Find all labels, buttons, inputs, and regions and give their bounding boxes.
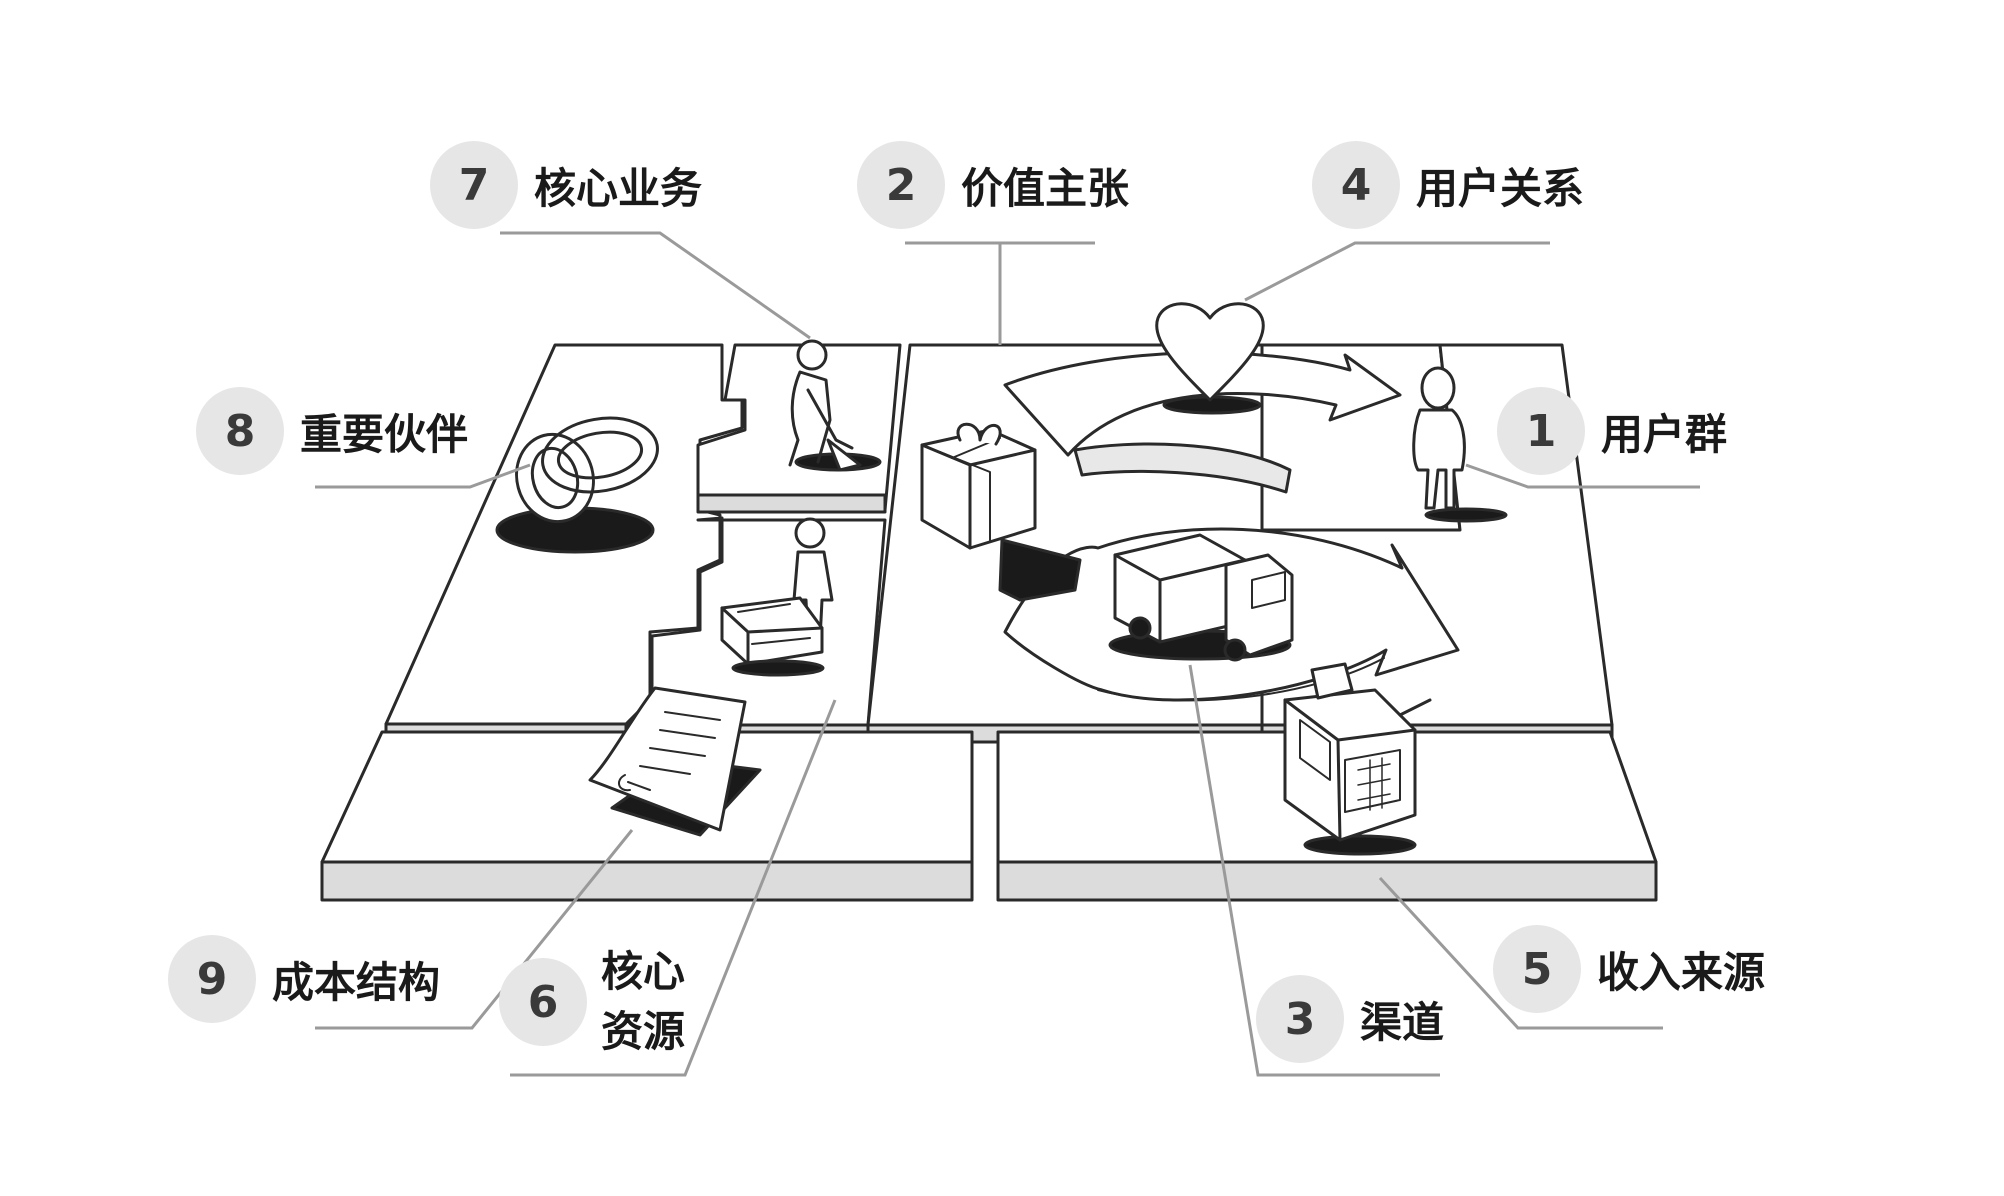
callout-7-key-activities: 7 核心业务 [430, 141, 702, 229]
number-badge-4: 4 [1312, 141, 1400, 229]
leader-lines [315, 231, 1700, 1077]
number-badge-8: 8 [196, 387, 284, 475]
person-with-box-icon [720, 517, 834, 677]
label-cost-structure: 成本结构 [272, 957, 441, 1007]
callout-6-key-resources: 6 核心 资源 [499, 942, 685, 1062]
label-key-activities: 核心业务 [534, 163, 703, 213]
callout-4-customer-relationships: 4 用户关系 [1312, 141, 1584, 229]
label-key-resources-line1: 核心 [601, 947, 686, 996]
leader-line-2 [905, 241, 1095, 345]
contract-icon [588, 686, 762, 837]
number-badge-2: 2 [857, 141, 945, 229]
cash-register-icon [1283, 662, 1432, 856]
callout-5-revenue-streams: 5 收入来源 [1493, 925, 1765, 1013]
number-badge-3: 3 [1256, 975, 1344, 1063]
label-key-resources-line2: 资源 [601, 1007, 686, 1056]
leader-line-3 [1188, 664, 1440, 1077]
leader-line-6 [510, 699, 837, 1077]
leader-line-9 [315, 829, 634, 1030]
callout-1-customer-segments: 1 用户群 [1497, 387, 1727, 475]
leader-line-4 [1244, 241, 1550, 302]
leader-line-7 [500, 231, 811, 340]
heart-icon [1155, 302, 1265, 415]
label-revenue-streams: 收入来源 [1597, 947, 1766, 997]
number-badge-9: 9 [168, 935, 256, 1023]
person-digging-icon [788, 339, 882, 472]
rings-icon [495, 416, 659, 554]
leader-line-5 [1378, 876, 1663, 1030]
callout-3-channels: 3 渠道 [1256, 975, 1444, 1063]
number-badge-5: 5 [1493, 925, 1581, 1013]
number-badge-7: 7 [430, 141, 518, 229]
person-icon [1412, 366, 1508, 523]
label-customer-relationships: 用户关系 [1416, 163, 1585, 213]
callout-8-key-partners: 8 重要伙伴 [196, 387, 468, 475]
label-value-propositions: 价值主张 [961, 163, 1130, 213]
label-channels: 渠道 [1360, 997, 1445, 1047]
gift-box-icon [920, 422, 1082, 602]
delivery-truck-icon [1108, 533, 1294, 662]
callout-2-value-propositions: 2 价值主张 [857, 141, 1129, 229]
leader-line-1 [1465, 463, 1700, 489]
number-badge-1: 1 [1497, 387, 1585, 475]
leader-line-8 [315, 463, 531, 489]
number-badge-6: 6 [499, 958, 587, 1046]
label-customer-segments: 用户群 [1601, 409, 1728, 459]
label-key-partners: 重要伙伴 [300, 409, 469, 459]
callout-9-cost-structure: 9 成本结构 [168, 935, 440, 1023]
